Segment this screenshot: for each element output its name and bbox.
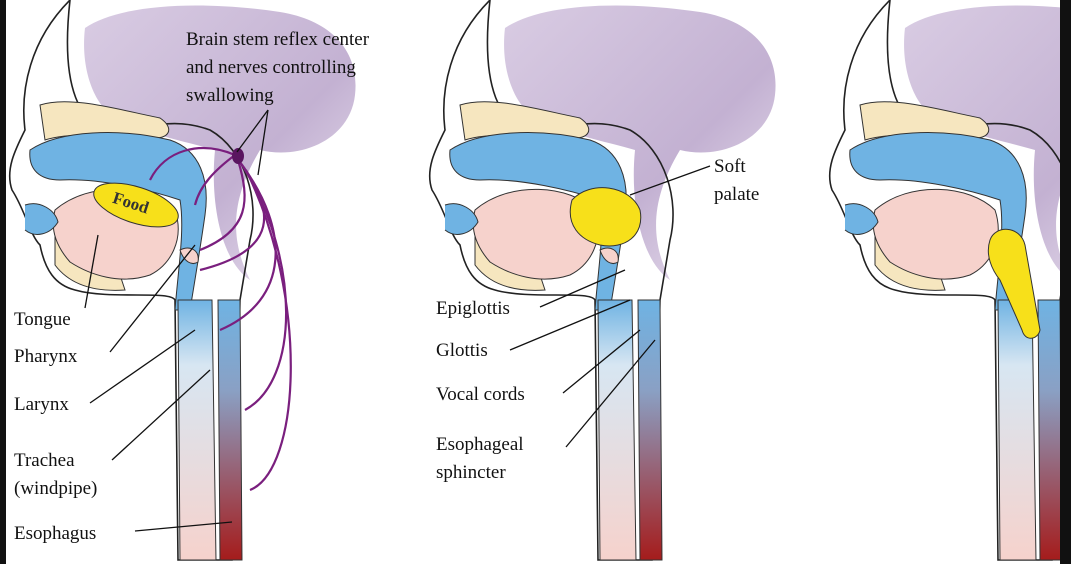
label-trachea-1: Trachea <box>14 450 75 471</box>
label-esophageal-sphincter-2: sphincter <box>436 462 506 483</box>
frame-right <box>1060 0 1071 564</box>
label-trachea-2: (windpipe) <box>14 478 97 499</box>
label-esophagus: Esophagus <box>14 523 96 544</box>
label-brain-stem-3: swallowing <box>186 85 274 106</box>
label-esophageal-sphincter-1: Esophageal <box>436 434 524 455</box>
panel-1: Food <box>10 0 356 560</box>
label-vocal-cords: Vocal cords <box>436 384 525 405</box>
frame-left <box>0 0 6 564</box>
label-brain-stem-1: Brain stem reflex center <box>186 29 370 50</box>
label-soft-palate-2: palate <box>714 184 759 205</box>
label-tongue: Tongue <box>14 309 71 330</box>
label-larynx: Larynx <box>14 394 69 415</box>
label-epiglottis: Epiglottis <box>436 298 510 319</box>
panel-3 <box>830 0 1071 560</box>
label-glottis: Glottis <box>436 340 488 361</box>
label-brain-stem-2: and nerves controlling <box>186 57 356 78</box>
label-pharynx: Pharynx <box>14 346 78 367</box>
label-soft-palate-1: Soft <box>714 156 746 177</box>
